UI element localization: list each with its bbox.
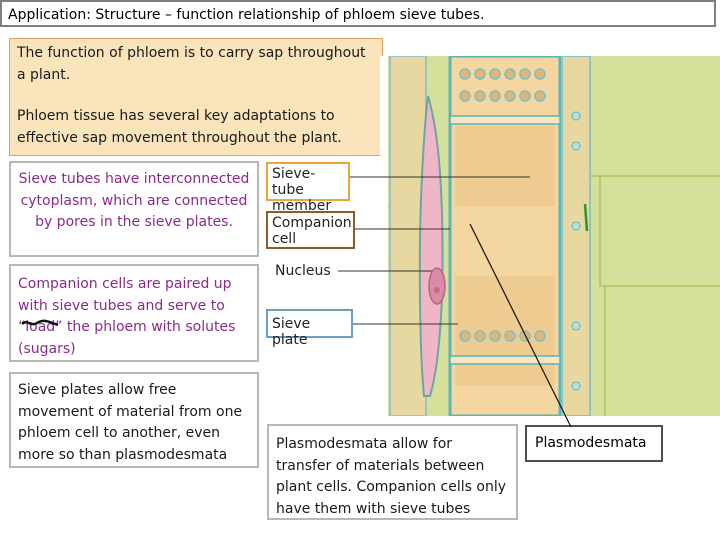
plasmodesmata-label: Plasmodesmata	[525, 425, 663, 462]
intro-box: The function of phloem is to carry sap t…	[9, 38, 383, 156]
slide-title: Application: Structure – function relati…	[0, 0, 716, 27]
squiggle-annotation	[21, 319, 59, 327]
intro-function-text: The function of phloem is to carry sap t…	[17, 45, 366, 83]
companion-cells-fact: Companion cells are paired up with sieve…	[9, 264, 259, 362]
label-nucleus: Nucleus	[275, 263, 331, 279]
label-sieve-tube-member: Sieve-tube member	[266, 162, 350, 214]
intro-adaptations-text: Phloem tissue has several key adaptation…	[17, 108, 342, 146]
sieve-plates-fact: Sieve plates allow free movement of mate…	[9, 372, 259, 468]
label-companion-cell: Companion cell	[266, 211, 355, 249]
plasmodesmata-fact: Plasmodesmata allow for transfer of mate…	[267, 424, 518, 520]
phloem-diagram	[380, 56, 720, 416]
sieve-tubes-fact: Sieve tubes have interconnected cytoplas…	[9, 161, 259, 257]
label-sieve-plate: Sieve plate	[266, 309, 353, 348]
